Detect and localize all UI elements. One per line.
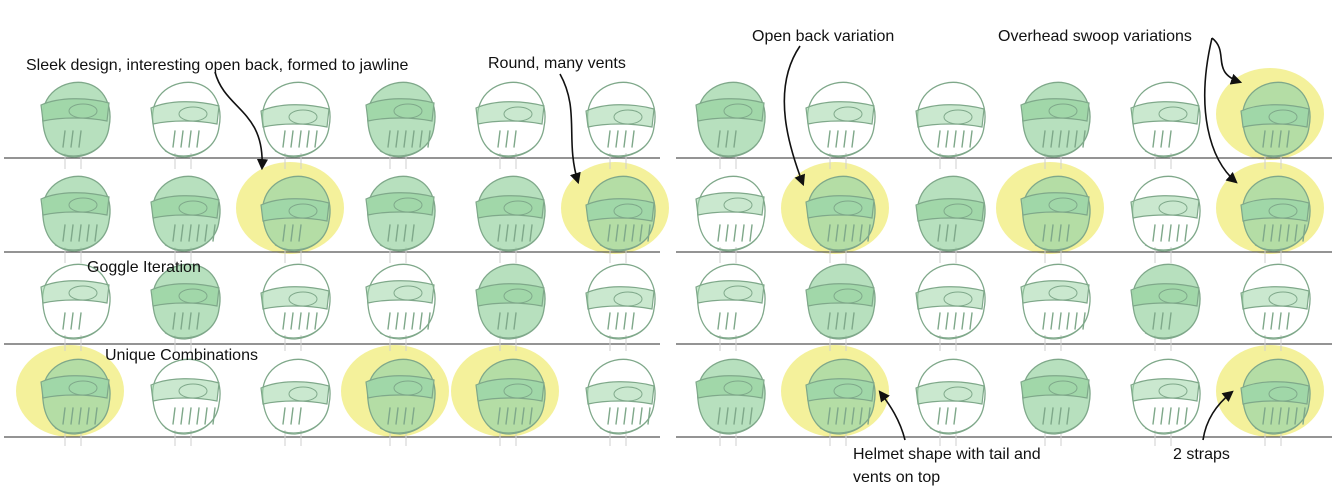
mask-sketch — [150, 358, 221, 446]
arrow-layer — [214, 37, 1243, 441]
mask-sketch — [915, 358, 986, 446]
mask-sketch — [1130, 263, 1201, 351]
annotation-helmet-shape-line2: vents on top — [853, 469, 941, 486]
annotation-open-back-variation: Open back variation — [752, 28, 895, 45]
arrow-helmet — [878, 390, 906, 441]
mask-sketch — [805, 263, 876, 351]
mask-sketch — [150, 175, 221, 263]
mask-sketch — [1020, 81, 1091, 169]
mask-sketch — [805, 358, 876, 446]
mask-sketch — [260, 358, 331, 446]
mask-sketch — [695, 263, 766, 351]
mask-sketch — [1240, 263, 1311, 351]
mask-sketch — [1130, 175, 1201, 263]
sketch-layer — [40, 81, 1311, 446]
mask-sketch — [365, 175, 436, 263]
mask-sketch — [695, 175, 766, 263]
mask-sketch — [805, 81, 876, 169]
mask-sketch — [475, 263, 546, 351]
annotation-helmet-shape-line1: Helmet shape with tail and — [853, 446, 1041, 463]
mask-sketch — [475, 358, 546, 446]
annotation-two-straps: 2 straps — [1173, 446, 1230, 463]
arrow-straps — [1202, 390, 1234, 441]
mask-sketch — [150, 81, 221, 169]
mask-sketch — [1240, 358, 1311, 446]
annotation-overhead-swoop: Overhead swoop variations — [998, 28, 1192, 45]
mask-sketch — [585, 358, 656, 446]
mask-sketch — [365, 81, 436, 169]
mask-sketch — [260, 175, 331, 263]
mask-sketch — [1130, 81, 1201, 169]
mask-sketch — [585, 263, 656, 351]
mask-sketch — [260, 263, 331, 351]
mask-sketch — [1240, 81, 1311, 169]
mask-sketch — [40, 81, 111, 169]
mask-sketch — [475, 175, 546, 263]
mask-sketch — [150, 263, 221, 351]
mask-sketch — [695, 81, 766, 169]
mask-sketch — [695, 358, 766, 446]
arrow-overhead-top — [1211, 37, 1243, 85]
mask-sketch — [365, 263, 436, 351]
mask-sketch — [40, 175, 111, 263]
mask-sketch — [475, 81, 546, 169]
mask-sketch — [585, 81, 656, 169]
arrow-sleek — [214, 71, 269, 171]
mask-sketch — [805, 175, 876, 263]
mask-sketch — [1240, 175, 1311, 263]
mask-sketch — [1020, 358, 1091, 446]
mask-sketch — [365, 358, 436, 446]
arrow-round — [559, 73, 581, 185]
mask-sketch — [1130, 358, 1201, 446]
mask-sketch — [1020, 175, 1091, 263]
mask-sketch — [260, 81, 331, 169]
arrow-overhead-mid — [1203, 37, 1238, 184]
mask-sketch — [40, 358, 111, 446]
row-dividers — [4, 157, 1332, 438]
mask-sketch — [915, 175, 986, 263]
mask-sketch — [585, 175, 656, 263]
mask-sketch — [915, 263, 986, 351]
annotation-round-many-vents: Round, many vents — [488, 55, 626, 72]
annotation-goggle-iteration: Goggle Iteration — [87, 259, 201, 276]
annotation-unique-combinations: Unique Combinations — [105, 347, 258, 364]
annotation-sleek-design: Sleek design, interesting open back, for… — [26, 57, 409, 74]
mask-sketch — [1020, 263, 1091, 351]
mask-sketch — [915, 81, 986, 169]
mask-sketch — [40, 263, 111, 351]
arrow-open-back — [783, 45, 806, 187]
